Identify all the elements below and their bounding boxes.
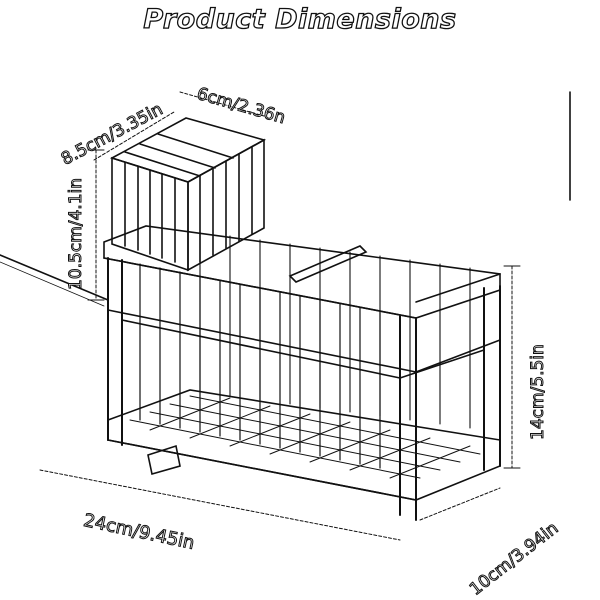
utensil-basket (109, 117, 267, 272)
rack-height-label: 14cm/5.5in (528, 344, 549, 441)
page-title: Product Dimensions (143, 3, 457, 35)
dimension-ticks (87, 149, 521, 469)
wall-floor-edge (0, 254, 109, 301)
dish-rack-frame (103, 225, 501, 521)
back-wires (199, 231, 471, 429)
basket-height-label: 10.5cm/4.1in (66, 177, 87, 290)
bottom-grid (129, 395, 481, 479)
dimension-guides (39, 91, 513, 541)
